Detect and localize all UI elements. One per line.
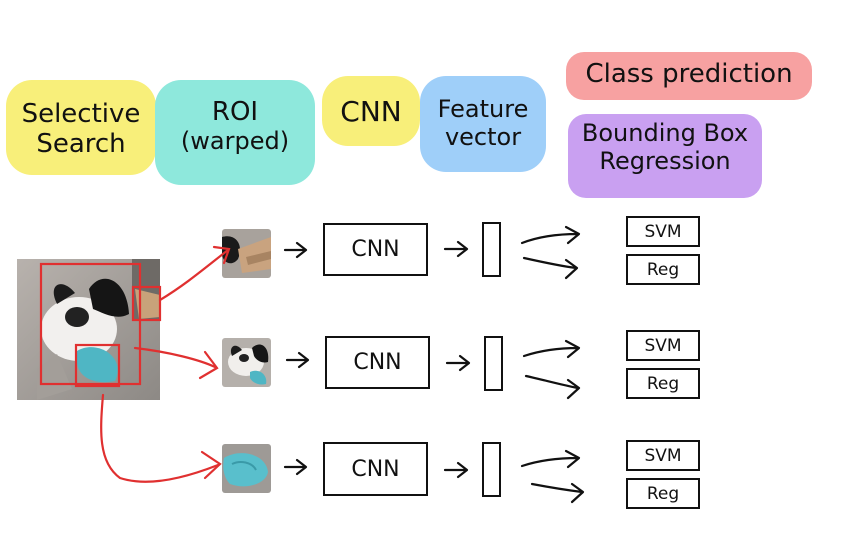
arrow-cnn-vec-3	[443, 461, 469, 479]
feature-vector-line2: vector	[444, 122, 522, 151]
bbox-regression-highlight	[568, 114, 762, 198]
red-arrow-3	[100, 393, 220, 483]
svm-box-1: SVM	[626, 216, 700, 247]
arrow-roi-cnn-3	[283, 458, 308, 476]
arrow-vec-svm-1	[520, 225, 581, 245]
roi-header: ROI (warped)	[160, 97, 310, 155]
selective-search-header: Selective Search	[6, 99, 156, 160]
proposal-box-dog	[39, 262, 142, 386]
feature-vector-highlight	[420, 76, 546, 172]
roi-highlight	[155, 80, 315, 185]
bbox-regression-line1: Bounding Box	[581, 119, 749, 147]
roi-thumbnail-2	[222, 338, 271, 387]
red-arrow-1	[158, 248, 230, 302]
proposal-box-ear	[131, 285, 162, 322]
arrow-roi-cnn-2	[285, 351, 310, 369]
red-arrow-2-head	[198, 350, 219, 380]
feature-vector-1	[482, 222, 501, 277]
reg-box-2: Reg	[626, 368, 700, 399]
feature-vector-2	[484, 336, 503, 391]
selective-search-line2: Search	[36, 128, 126, 159]
feature-vector-header: Feature vector	[420, 95, 546, 151]
svm-box-3: SVM	[626, 440, 700, 471]
reg-box-1: Reg	[626, 254, 700, 285]
arrow-vec-reg-3	[530, 482, 585, 504]
selective-search-line1: Selective	[21, 99, 141, 129]
cnn-box-2: CNN	[325, 336, 430, 389]
cnn-highlight	[322, 76, 420, 146]
red-arrow-2	[133, 346, 217, 369]
class-prediction-header: Class prediction	[585, 59, 793, 89]
roi-line2: (warped)	[180, 126, 290, 155]
svm-box-2: SVM	[626, 330, 700, 361]
arrow-roi-cnn-1	[283, 241, 308, 259]
feature-vector-line1: Feature	[437, 95, 529, 123]
cnn-header: CNN	[340, 95, 402, 128]
feature-vector-3	[482, 442, 501, 497]
arrow-cnn-vec-2	[445, 354, 471, 372]
red-arrow-1-head	[212, 245, 231, 265]
arrow-vec-reg-2	[524, 374, 581, 400]
cnn-box-1: CNN	[323, 223, 428, 276]
arrow-cnn-vec-1	[443, 240, 469, 258]
cnn-box-3: CNN	[323, 442, 428, 496]
bbox-regression-header: Bounding Box Regression	[568, 119, 762, 175]
bbox-regression-line2: Regression	[599, 146, 731, 175]
proposal-box-toy	[74, 343, 121, 388]
roi-line1: ROI	[211, 97, 259, 127]
class-prediction-highlight	[566, 52, 812, 100]
selective-search-highlight	[6, 80, 156, 175]
reg-box-3: Reg	[626, 478, 700, 509]
arrow-vec-reg-1	[522, 256, 579, 280]
arrow-vec-svm-2	[522, 339, 581, 359]
arrow-vec-svm-3	[520, 449, 581, 469]
red-arrow-3-head	[200, 450, 222, 480]
roi-thumbnail-1	[222, 229, 271, 278]
roi-thumbnail-3	[222, 444, 271, 493]
